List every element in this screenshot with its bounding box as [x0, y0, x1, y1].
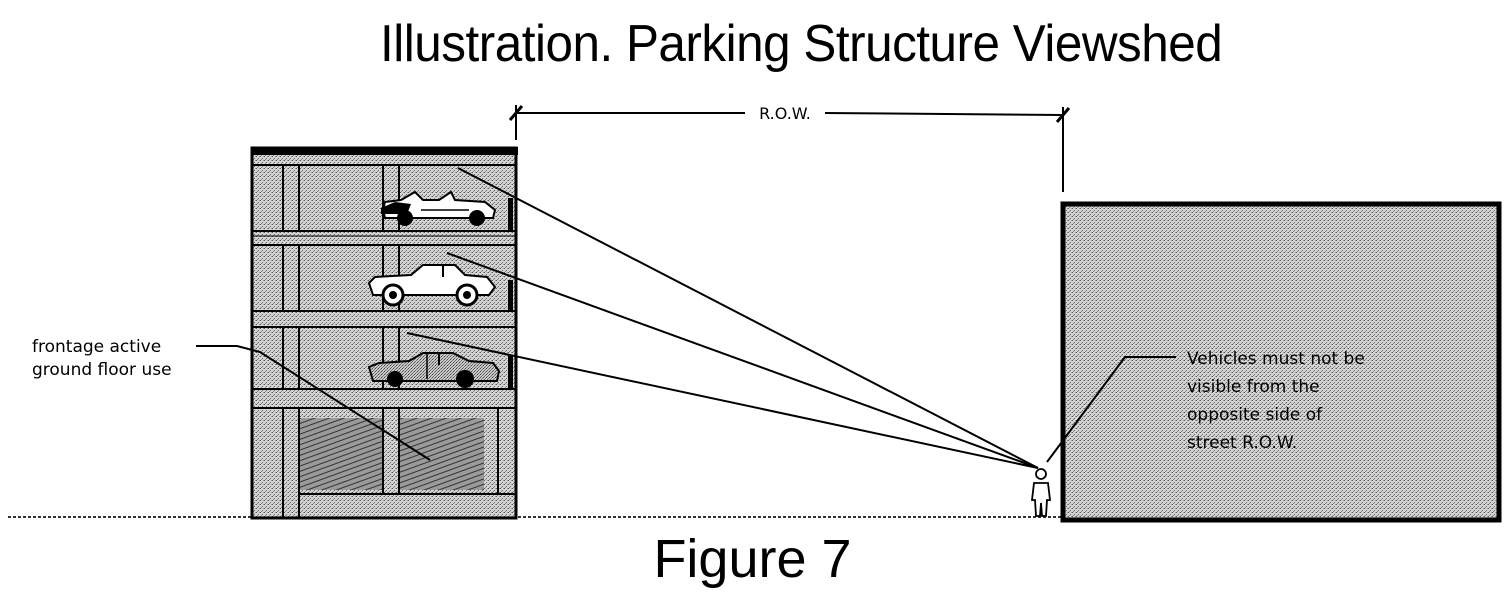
frontage-label: frontage active ground floor use: [32, 337, 172, 380]
parapet: [508, 198, 513, 231]
observer-head: [1035, 468, 1047, 480]
row-dimension: R.O.W.: [508, 104, 1071, 192]
frontage-label-line: ground floor use: [32, 360, 172, 380]
roof-band: [252, 147, 518, 155]
sedan-car: [367, 264, 497, 307]
opposite-building: [1060, 201, 1502, 523]
vehicles-note-line: Vehicles must not be: [1187, 349, 1365, 369]
row-dimension-label: R.O.W.: [759, 104, 811, 123]
vehicles-note: Vehicles must not be visible from the op…: [1187, 349, 1370, 453]
row-tick-right: [1055, 107, 1071, 123]
observer-body: [1030, 482, 1052, 517]
vehicles-note-line: visible from the: [1187, 377, 1320, 397]
storefront-window: [400, 418, 484, 490]
frontage-label-line: frontage active: [32, 337, 161, 357]
row-dimension-line-right: [824, 112, 1064, 116]
vehicles-note-leader: [1046, 356, 1176, 463]
parapet: [508, 355, 513, 389]
observer-figure: [1030, 468, 1052, 517]
sight-line: [457, 167, 1039, 469]
sedan-car: [367, 352, 501, 388]
frontage-leader: [196, 345, 431, 461]
sight-line: [406, 332, 1039, 469]
row-tick-left: [508, 105, 524, 121]
parapet: [508, 280, 513, 311]
sight-lines: [406, 167, 1039, 469]
sight-line: [446, 252, 1039, 469]
storefront-window: [300, 418, 382, 490]
convertible-car: [381, 190, 497, 226]
figure-caption: Figure 7: [653, 529, 852, 589]
parking-structure: [250, 146, 518, 520]
vehicles-note-line: opposite side of: [1187, 405, 1323, 425]
vehicles-note-line: street R.O.W.: [1187, 433, 1297, 453]
diagram-title: Illustration. Parking Structure Viewshed: [380, 15, 1223, 73]
